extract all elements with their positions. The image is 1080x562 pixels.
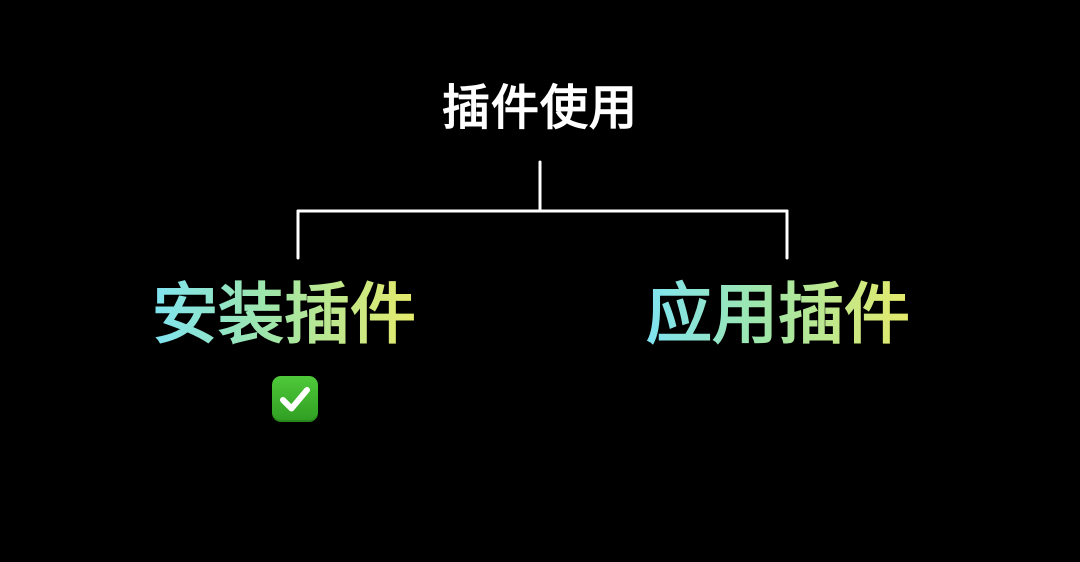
- root-node-title: 插件使用: [441, 80, 638, 136]
- branch-apply-plugin: 应用插件: [646, 275, 910, 353]
- check-mark-button-icon: [272, 376, 318, 422]
- branch-install-plugin: 安装插件: [152, 275, 416, 353]
